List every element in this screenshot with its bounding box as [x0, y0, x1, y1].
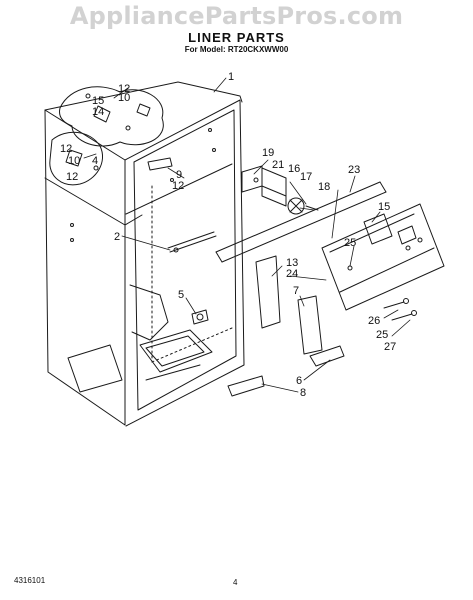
- callout-15-b: 15: [378, 201, 390, 213]
- fan-motor: [241, 165, 319, 215]
- callout-4: 4: [92, 155, 98, 167]
- callout-18: 18: [318, 181, 330, 193]
- evaporator-cover: [321, 203, 445, 311]
- callout-1: 1: [228, 71, 234, 83]
- callout-21: 21: [272, 159, 284, 171]
- callout-12-c: 12: [66, 171, 78, 183]
- callout-13: 13: [286, 257, 298, 269]
- callout-27: 27: [384, 341, 396, 353]
- callout-26: 26: [368, 315, 380, 327]
- callout-12-d: 12: [172, 180, 184, 192]
- callout-6: 6: [296, 375, 302, 387]
- diagram-title: LINER PARTS: [188, 30, 285, 45]
- callout-2: 2: [114, 231, 120, 243]
- page-number: 4: [233, 578, 238, 587]
- callout-5: 5: [178, 289, 184, 301]
- model-number: For Model: RT20CKXWW00: [184, 45, 289, 54]
- watermark-text: AppliancePartsPros.com: [69, 2, 404, 30]
- control-knob: [191, 309, 209, 325]
- leader-lines: [83, 77, 411, 393]
- callout-10-b: 10: [68, 155, 80, 167]
- callout-17: 17: [300, 171, 312, 183]
- callout-14: 14: [92, 106, 104, 118]
- callout-12-b: 12: [60, 143, 72, 155]
- callout-12-a: 12: [118, 83, 130, 95]
- light-bar: [167, 231, 217, 253]
- shelf-bracket: [309, 345, 345, 367]
- callout-10-a: 10: [118, 92, 130, 104]
- document-code: 4316101: [14, 576, 46, 585]
- screw-set: [383, 245, 417, 321]
- callout-25-b: 25: [376, 329, 388, 341]
- damper-assembly: [49, 86, 164, 186]
- callout-15: 15: [92, 95, 104, 107]
- callout-7: 7: [293, 285, 299, 297]
- trim-strip: [227, 375, 265, 397]
- air-duct-rail: [215, 181, 387, 263]
- callout-24: 24: [286, 268, 298, 280]
- callout-25-a: 25: [344, 237, 356, 249]
- callout-19: 19: [262, 147, 274, 159]
- callout-16: 16: [288, 163, 300, 175]
- callout-labels: 1 12 10 15 14 12 10 12 19 21 16 17 18 23…: [60, 71, 396, 399]
- callout-8: 8: [300, 387, 306, 399]
- callout-9: 9: [176, 169, 182, 181]
- callout-23: 23: [348, 164, 360, 176]
- hinge-bracket: [147, 157, 173, 171]
- baffle-panel: [297, 295, 323, 355]
- side-plate: [255, 255, 281, 329]
